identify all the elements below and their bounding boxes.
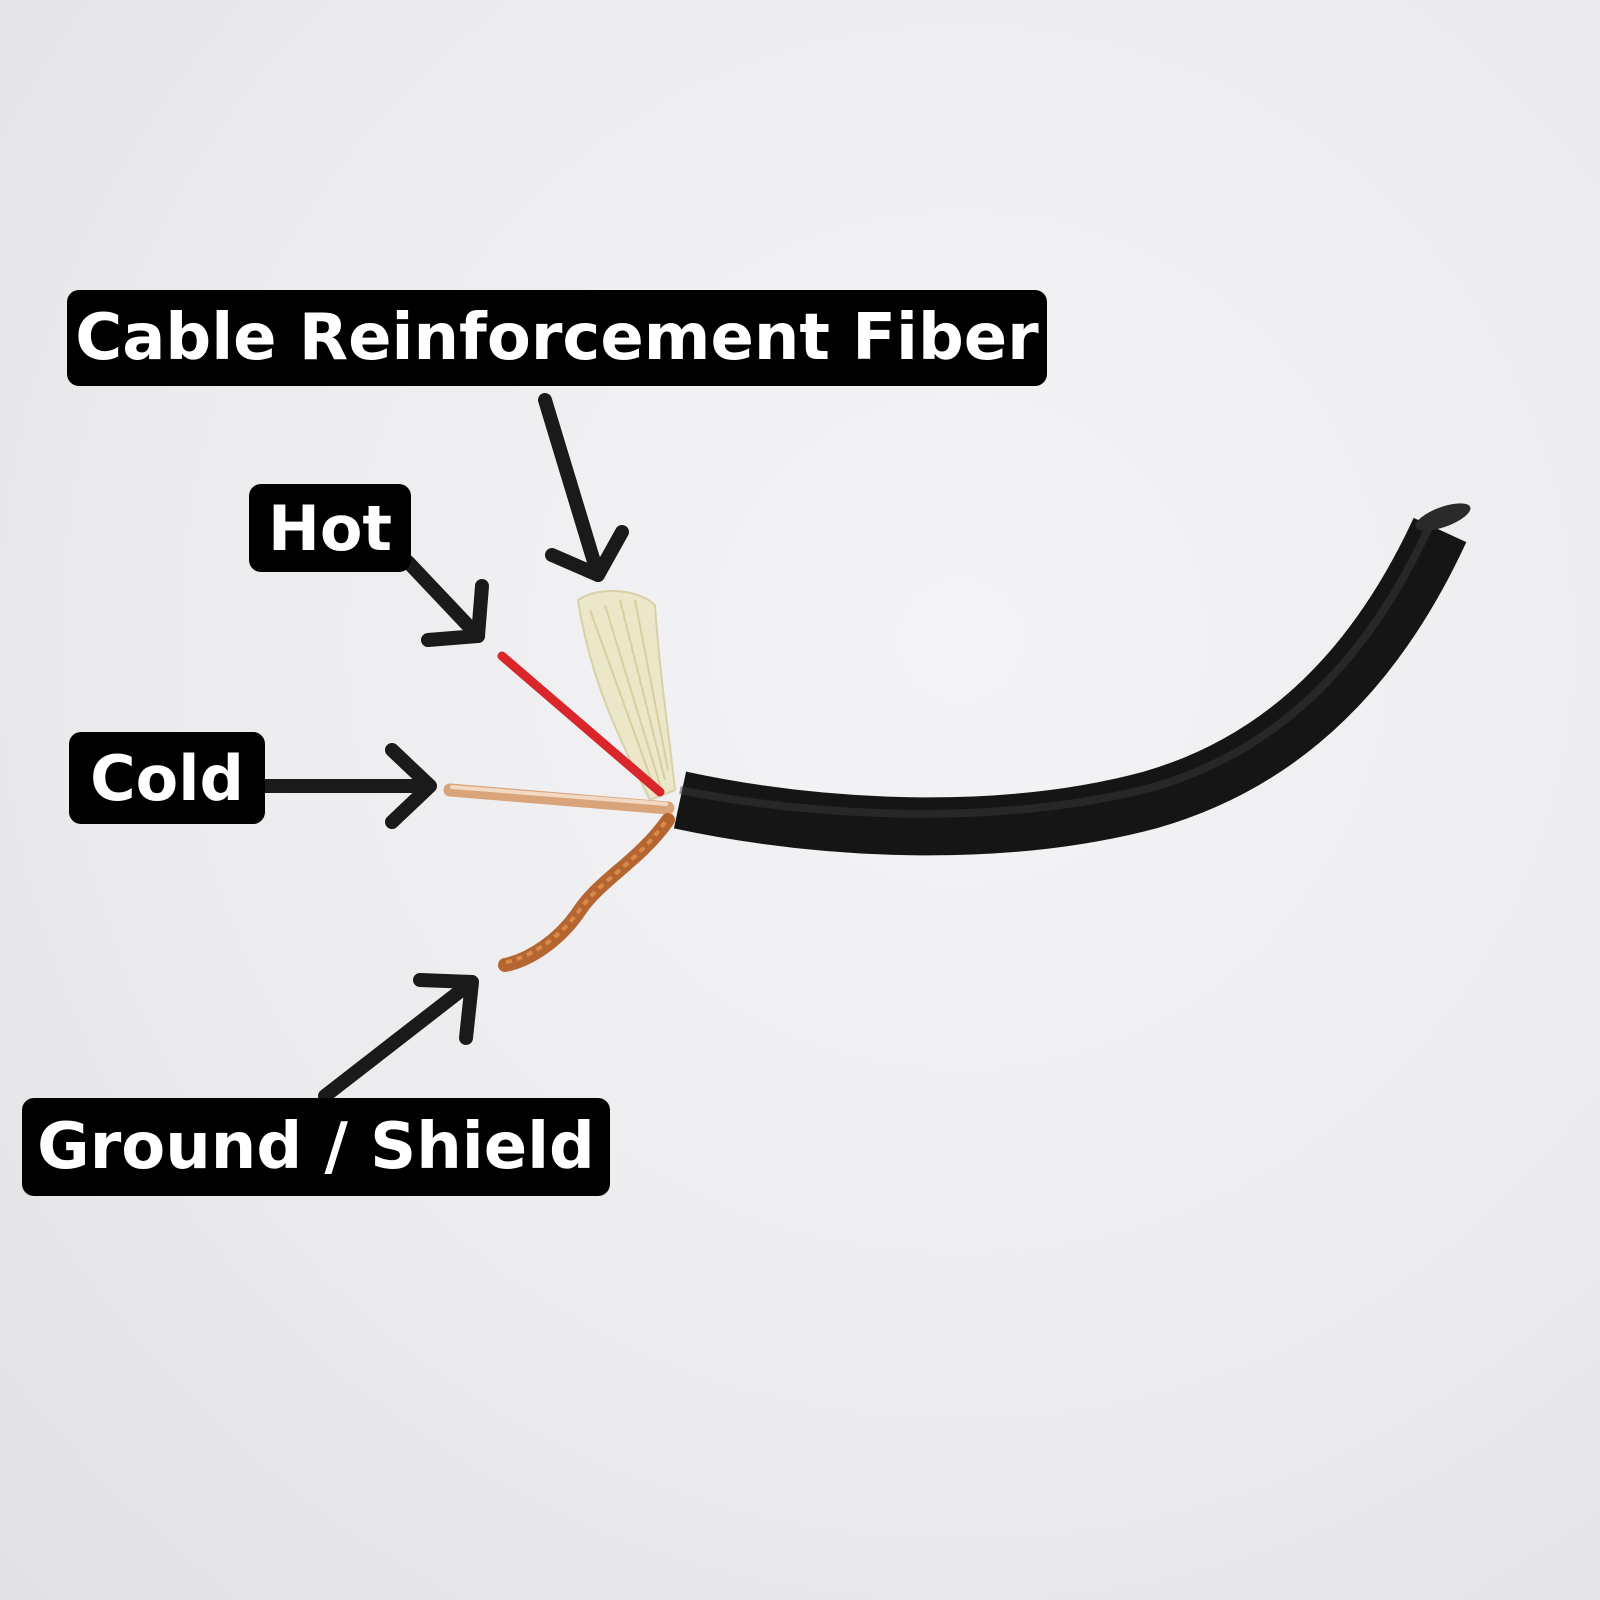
label-text: Cable Reinforcement Fiber — [75, 301, 1039, 375]
ground-shield-wire — [498, 813, 675, 972]
hot-arrow — [401, 555, 489, 647]
reinforcement-fiber — [576, 589, 677, 802]
fiber-arrow — [538, 393, 629, 582]
cold-arrow — [258, 743, 437, 829]
label-hot: Hot — [249, 484, 411, 572]
label-reinforcement-fiber: Cable Reinforcement Fiber — [67, 290, 1047, 386]
label-cold: Cold — [69, 732, 265, 824]
cable-jacket — [673, 503, 1471, 856]
hot-wire — [497, 651, 665, 797]
ground-arrow — [318, 973, 479, 1103]
label-ground-shield: Ground / Shield — [22, 1098, 610, 1196]
label-text: Ground / Shield — [37, 1110, 595, 1184]
label-text: Hot — [267, 491, 393, 565]
cold-wire — [443, 783, 675, 815]
label-text: Cold — [90, 741, 244, 815]
